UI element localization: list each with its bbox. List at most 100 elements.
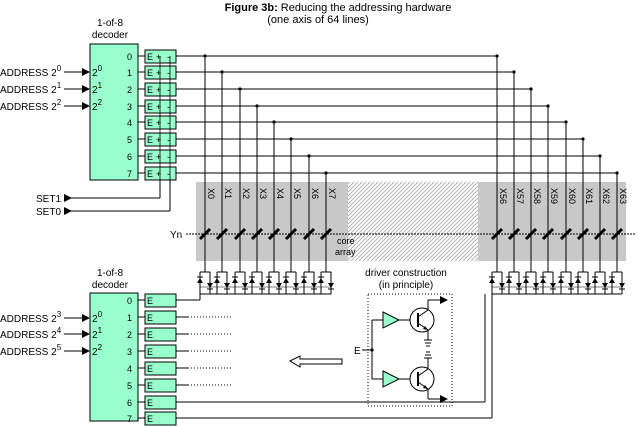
core-mark-icon bbox=[302, 227, 316, 241]
top-driver-minus-7: - bbox=[167, 169, 170, 179]
x-label-right-0: X56 bbox=[498, 188, 508, 204]
diode-up-left-2 bbox=[232, 278, 238, 283]
junction-dot bbox=[272, 120, 276, 124]
top-driver-plus-7: + bbox=[156, 169, 161, 179]
core-mark-icon bbox=[215, 227, 229, 241]
transistor-top-icon-collector bbox=[417, 309, 429, 318]
junction-dot bbox=[615, 171, 619, 175]
core-mark-icon bbox=[541, 227, 555, 241]
transistor-top-icon-arrow bbox=[423, 326, 428, 330]
transistor-bottom-icon-arrow bbox=[423, 385, 428, 389]
bottom-driver-e-3: E bbox=[147, 347, 153, 357]
arrow-right-icon bbox=[64, 207, 72, 215]
bottom-driver-e-6: E bbox=[147, 398, 153, 408]
bottom-driver-e-0: E bbox=[147, 296, 153, 306]
buffer-top-icon bbox=[382, 311, 401, 329]
arrow-right-icon bbox=[82, 347, 90, 355]
transistor-top-icon bbox=[409, 307, 435, 333]
diode-up-right-7 bbox=[609, 278, 615, 283]
core-mark-icon bbox=[233, 227, 247, 241]
diode-down-right-0 bbox=[499, 283, 505, 288]
top-driver-minus-3: - bbox=[167, 102, 170, 112]
junction-dot bbox=[529, 87, 533, 91]
arrow-right-icon bbox=[82, 314, 90, 322]
junction-dot bbox=[238, 87, 242, 91]
core-array-label-line2: array bbox=[335, 247, 356, 257]
x-label-left-0: X0 bbox=[206, 188, 216, 199]
diode-down-right-3 bbox=[550, 283, 556, 288]
top-decoder-box bbox=[89, 43, 139, 181]
bottom-decoder-pin-2: 22 bbox=[92, 343, 103, 358]
bottom-output-number-4: 4 bbox=[127, 364, 132, 374]
x-label-left-4: X4 bbox=[275, 188, 285, 199]
top-driver-e-0: E bbox=[147, 52, 153, 62]
buffer-bottom-icon bbox=[382, 370, 401, 388]
junction-dot bbox=[564, 120, 568, 124]
hollow-arrow-left-icon bbox=[288, 355, 343, 368]
x-label-right-6: X62 bbox=[601, 188, 611, 204]
diode-up-right-6 bbox=[592, 278, 598, 283]
diode-down-right-7 bbox=[619, 283, 625, 288]
top-output-number-4: 4 bbox=[127, 118, 132, 128]
top-driver-minus-6: - bbox=[167, 152, 170, 162]
bottom-output-number-6: 6 bbox=[127, 398, 132, 408]
driver-construction-line1: driver construction bbox=[365, 268, 447, 279]
transistor-bottom-icon-collector bbox=[417, 368, 429, 377]
bottom-address-label-0: ADDRESS 23 bbox=[0, 310, 62, 325]
top-driver-e-2: E bbox=[147, 85, 153, 95]
diode-down-left-4 bbox=[276, 283, 282, 288]
top-decoder-section: 1-of-8 decoder bbox=[89, 18, 139, 181]
diode-up-right-3 bbox=[540, 278, 546, 283]
top-decoder-label-line1: 1-of-8 bbox=[97, 18, 124, 29]
arrow-right-icon bbox=[64, 194, 72, 202]
bottom-decoder-label-line1: 1-of-8 bbox=[97, 268, 124, 279]
top-driver-minus-1: - bbox=[167, 68, 170, 78]
driver-construction-box bbox=[367, 293, 453, 407]
bottom-output-number-1: 1 bbox=[127, 313, 132, 323]
arrow-right-icon bbox=[82, 102, 90, 110]
x-label-right-3: X59 bbox=[549, 188, 559, 204]
top-driver-minus-5: - bbox=[167, 135, 170, 145]
bottom-output-number-7: 7 bbox=[127, 414, 132, 424]
top-driver-minus-2: - bbox=[167, 85, 170, 95]
core-mark-icon bbox=[267, 227, 281, 241]
diode-up-right-0 bbox=[489, 278, 495, 283]
diode-up-right-1 bbox=[506, 278, 512, 283]
x-label-left-3: X3 bbox=[258, 188, 268, 199]
junction-dot bbox=[220, 70, 224, 74]
top-driver-minus-4: - bbox=[167, 118, 170, 128]
x-label-right-2: X58 bbox=[532, 188, 542, 204]
top-address-label-1: ADDRESS 21 bbox=[0, 81, 62, 96]
core-array-label-line1: core bbox=[337, 236, 355, 246]
core-mark-icon bbox=[507, 227, 521, 241]
x-label-left-7: X7 bbox=[327, 188, 337, 199]
core-array-band bbox=[196, 182, 626, 261]
bottom-driver-e-5: E bbox=[147, 381, 153, 391]
diode-up-left-0 bbox=[197, 278, 203, 283]
x-label-left-1: X1 bbox=[223, 188, 233, 199]
junction-dot bbox=[203, 54, 207, 58]
bottom-output-number-3: 3 bbox=[127, 347, 132, 357]
figure-title: Figure 3b:Reducing the addressing hardwa… bbox=[225, 2, 452, 14]
bottom-decoder-pin-0: 20 bbox=[92, 310, 103, 325]
diode-up-right-5 bbox=[575, 278, 581, 283]
top-driver-plus-3: + bbox=[156, 102, 161, 112]
arrow-right-icon bbox=[82, 68, 90, 76]
junction-dot bbox=[255, 104, 259, 108]
junction-dot bbox=[307, 154, 311, 158]
diode-down-right-2 bbox=[533, 283, 539, 288]
diode-up-right-4 bbox=[558, 278, 564, 283]
junction-dot bbox=[581, 137, 585, 141]
x-label-right-4: X60 bbox=[567, 188, 577, 204]
arrow-right-icon bbox=[440, 296, 448, 304]
top-output-number-7: 7 bbox=[127, 169, 132, 179]
bottom-decoder-label-line2: decoder bbox=[92, 280, 129, 291]
x-label-right-7: X63 bbox=[618, 188, 628, 204]
set-lines: SET1 SET0 bbox=[36, 194, 61, 218]
top-driver-e-7: E bbox=[147, 169, 153, 179]
diode-up-left-6 bbox=[301, 278, 307, 283]
top-driver-plus-4: + bbox=[156, 118, 161, 128]
bottom-address-label-2: ADDRESS 25 bbox=[0, 343, 62, 358]
